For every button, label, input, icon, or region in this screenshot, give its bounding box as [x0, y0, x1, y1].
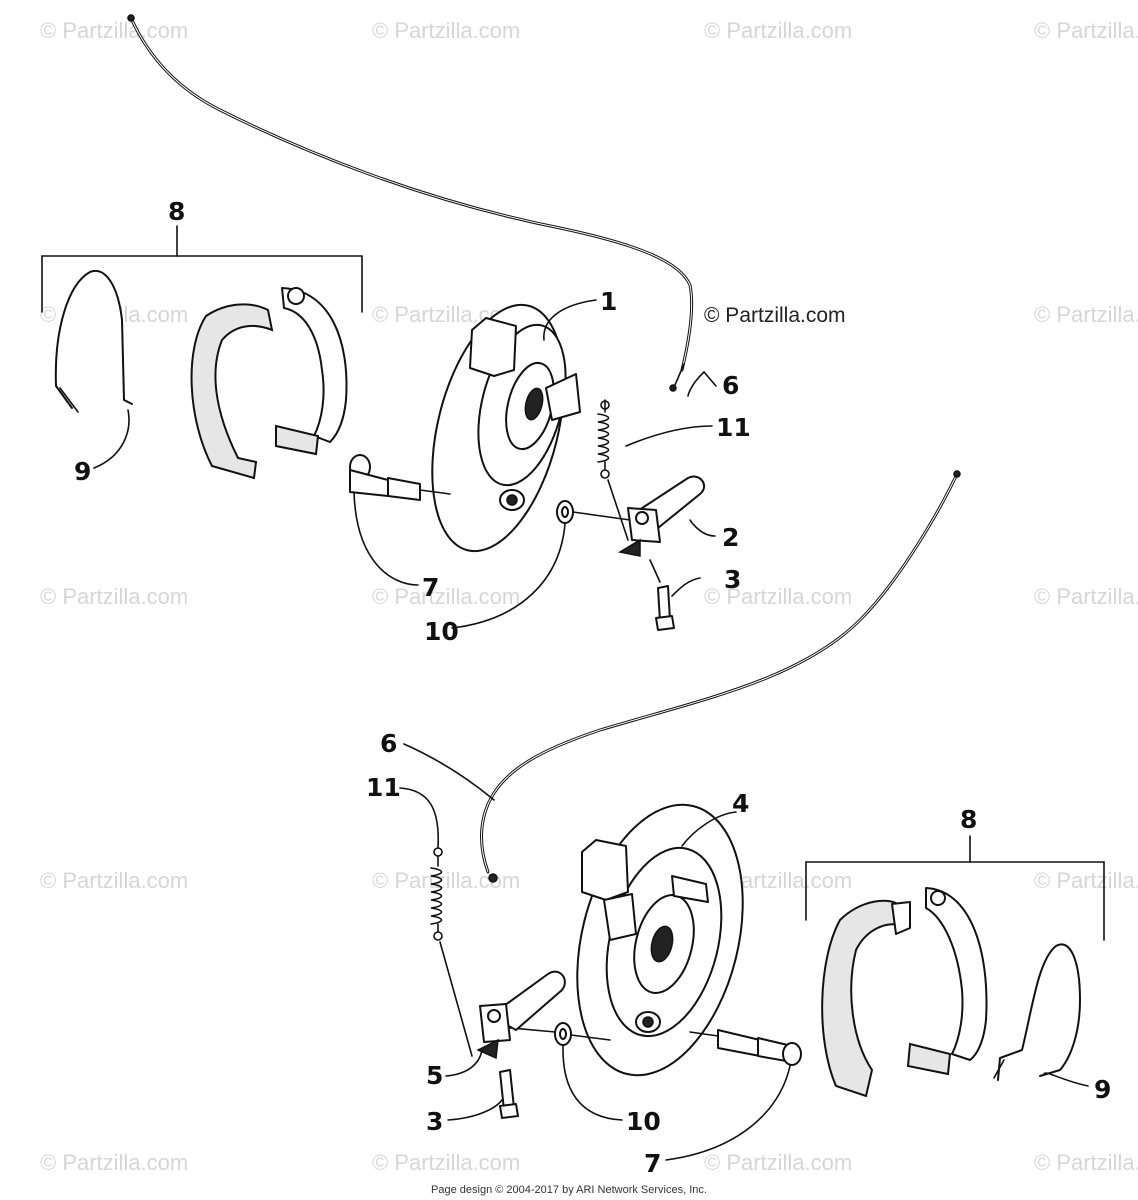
- callout-5: 5: [426, 1061, 443, 1090]
- bolt-lower: [499, 1069, 519, 1119]
- watermark: © Partzilla.com: [40, 1150, 188, 1175]
- callout-10-lower: 10: [626, 1107, 661, 1136]
- callout-2: 2: [722, 523, 739, 552]
- main-watermark: © Partzilla.com: [704, 304, 846, 327]
- callout-9-upper: 9: [74, 457, 91, 486]
- watermark: © Partzilla.com: [372, 868, 520, 893]
- watermark: © Partzilla.com: [40, 18, 188, 43]
- pivot-pin-upper: [349, 454, 451, 501]
- upper-brake-assembly: 1 6 11 2 3 7 10 8 9: [41, 14, 751, 646]
- callout-4: 4: [732, 789, 749, 818]
- brake-shoe-set-bracket-lower: [805, 835, 1105, 941]
- brake-arm-upper: [617, 475, 706, 583]
- callout-8-upper: 8: [168, 197, 185, 226]
- watermark: © Partzilla.com: [372, 584, 520, 609]
- page-footer: Page design © 2004-2017 by ARI Network S…: [431, 1184, 707, 1196]
- brake-shoe-set-bracket-upper: [41, 225, 363, 313]
- callout-1: 1: [600, 287, 617, 316]
- watermark: © Partzilla.com: [704, 1150, 852, 1175]
- callout-6-upper: 6: [722, 371, 739, 400]
- brake-arm-lower: [476, 970, 566, 1060]
- callout-3-lower: 3: [426, 1107, 443, 1136]
- spring-clip-lower: [993, 943, 1081, 1081]
- callout-7-lower: 7: [644, 1149, 661, 1178]
- watermark: © Partzilla.com: [1034, 18, 1138, 43]
- watermark: © Partzilla.com: [1034, 1150, 1138, 1175]
- callout-10-upper: 10: [424, 617, 459, 646]
- brake-backing-plate-upper: [431, 303, 581, 553]
- return-spring-upper: [597, 399, 629, 541]
- watermark: © Partzilla.com: [1034, 584, 1138, 609]
- callout-11-lower: 11: [366, 773, 401, 802]
- watermark: © Partzilla.com: [40, 584, 188, 609]
- callout-6-lower: 6: [380, 729, 397, 758]
- callout-8-lower: 8: [960, 805, 977, 834]
- watermark: © Partzilla.com: [40, 868, 188, 893]
- leader-lines-upper: [93, 299, 717, 629]
- callout-9-lower: 9: [1094, 1075, 1111, 1104]
- spring-clip-upper: [54, 269, 133, 413]
- brake-backing-plate-lower: [576, 803, 744, 1077]
- brake-shoes-upper: [190, 287, 348, 480]
- watermark: © Partzilla.com: [372, 1150, 520, 1175]
- watermark: © Partzilla.com: [1034, 302, 1138, 327]
- watermark: © Partzilla.com: [372, 18, 520, 43]
- callout-3-upper: 3: [724, 565, 741, 594]
- return-spring-lower: [430, 847, 473, 1057]
- watermark: © Partzilla.com: [1034, 868, 1138, 893]
- brake-shoes-lower: [821, 887, 988, 1098]
- callout-7-upper: 7: [422, 573, 439, 602]
- brake-cable-upper: [127, 14, 694, 392]
- bolt-upper: [655, 585, 675, 631]
- lower-brake-assembly: 6 11 4 8 5 3 10 7 9: [366, 470, 1111, 1178]
- pivot-pin-lower: [689, 1029, 802, 1066]
- leader-lines-lower: [399, 743, 1089, 1161]
- brake-cable-lower: [480, 470, 961, 883]
- watermark: © Partzilla.com: [704, 18, 852, 43]
- watermark: © Partzilla.com: [704, 584, 852, 609]
- callout-11-upper: 11: [716, 413, 751, 442]
